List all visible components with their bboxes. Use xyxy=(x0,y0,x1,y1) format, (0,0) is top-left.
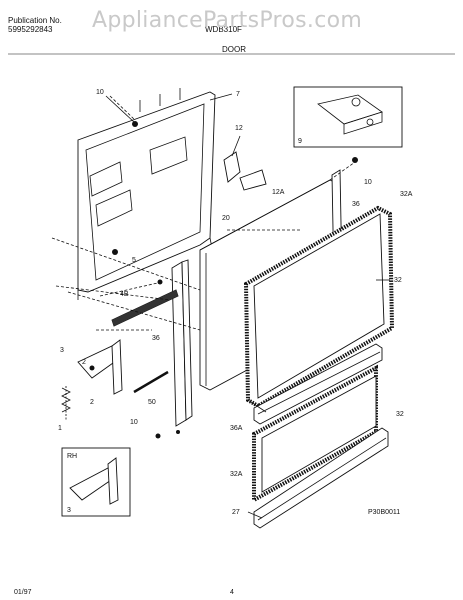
rh-hinge-inset xyxy=(61,447,131,517)
callout-12: 12 xyxy=(235,125,243,132)
callout-32-upper: 32 xyxy=(394,277,402,284)
publication-label: Publication No. xyxy=(8,16,62,25)
callout-3: 3 xyxy=(60,347,64,354)
callout-4b: 4B xyxy=(120,291,129,298)
lower-trim xyxy=(253,343,383,425)
callout-3b: 3 xyxy=(67,507,71,514)
figure-code: P30B0011 xyxy=(368,509,400,516)
model-number: WDB310F xyxy=(205,25,242,34)
section-title: DOOR xyxy=(222,45,246,54)
callout-10a: 10 xyxy=(96,89,104,96)
publication-number: 5995292843 xyxy=(8,25,53,34)
callout-36a-lower: 36A xyxy=(230,425,243,432)
watermark: AppliancePartsPros.com xyxy=(92,8,363,33)
callout-10c: 10 xyxy=(130,419,138,426)
footer-page: 4 xyxy=(230,589,234,596)
leader-27 xyxy=(247,511,263,519)
inner-door-frame xyxy=(77,88,216,300)
callout-50: 50 xyxy=(148,399,156,406)
callout-36b: 36 xyxy=(152,335,160,342)
callout-32a-lower: 32A xyxy=(230,471,243,478)
screws xyxy=(89,121,358,439)
footer-date: 01/97 xyxy=(14,589,32,596)
callout-10b: 10 xyxy=(364,179,372,186)
callout-5: 5 xyxy=(132,257,136,264)
callout-2a: 2 xyxy=(82,359,86,366)
callout-32a: 32A xyxy=(400,191,413,198)
callout-7: 7 xyxy=(236,91,240,98)
callout-rh: RH xyxy=(67,453,77,460)
leader-10a xyxy=(105,95,135,123)
callout-36a: 36 xyxy=(352,201,360,208)
door-rod xyxy=(133,370,169,394)
leader-7 xyxy=(209,93,233,101)
bottom-trim xyxy=(253,427,389,529)
callout-12a: 12A xyxy=(272,189,285,196)
leader-36a xyxy=(247,399,267,413)
callout-9: 9 xyxy=(298,138,302,145)
door-latch xyxy=(223,135,267,191)
hinge-assembly xyxy=(61,339,123,420)
callout-2b: 2 xyxy=(90,399,94,406)
callout-32-lower: 32 xyxy=(396,411,404,418)
dispenser-inset xyxy=(293,86,403,148)
callout-20: 20 xyxy=(222,215,230,222)
callout-1: 1 xyxy=(58,425,62,432)
side-trim-left xyxy=(171,259,193,427)
leader-lines xyxy=(51,95,356,331)
callout-27: 27 xyxy=(232,509,240,516)
